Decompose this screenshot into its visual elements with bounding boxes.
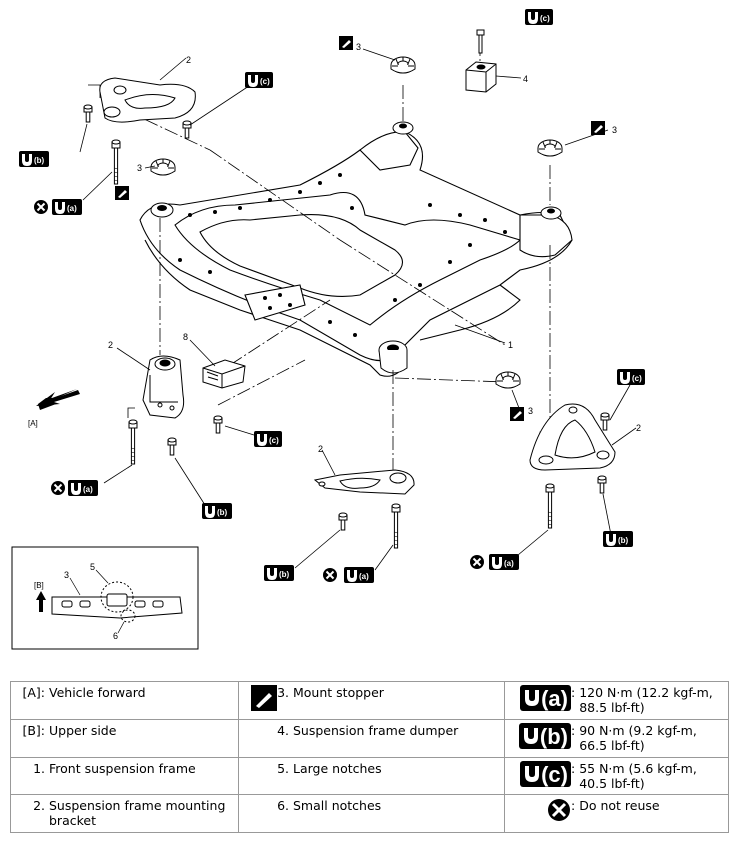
torque-b-icon: (b) [518, 723, 571, 749]
assembly-lines [124, 42, 551, 478]
torque-badge-a-front-left: (a) [68, 480, 98, 496]
callout-2-center: 2 [318, 444, 323, 454]
torque-badge-c-right: (c) [617, 369, 645, 385]
legend-cell-upper-side: [B]:Upper side [10, 719, 239, 758]
do-not-reuse-icon [548, 799, 570, 821]
torque-badge-a-right: (a) [489, 554, 519, 570]
inset-callout-5: 5 [90, 562, 95, 572]
colon: : [571, 798, 576, 813]
callout-3-right: 3 [612, 125, 617, 135]
bolt-front-left-long [128, 419, 138, 465]
frame-mount-boss-rear [392, 121, 414, 135]
legend-cell-mounting-bracket: 2.Suspension frame mounting bracket [10, 794, 239, 833]
svg-text:(c): (c) [269, 436, 279, 445]
legend-row: [A]:Vehicle forward 3. Mount stopper (a)… [10, 681, 729, 720]
callout-4: 4 [523, 74, 528, 84]
nut-right-c [600, 412, 610, 431]
legend-cell-mount-stopper: 3. Mount stopper [238, 681, 505, 720]
bolt-right-short [597, 475, 607, 494]
callout-2-left: 2 [108, 340, 113, 350]
legend-cell-frame-dumper: 4.Suspension frame dumper [238, 719, 505, 758]
legend-cell-vehicle-forward: [A]:Vehicle forward [10, 681, 239, 720]
callout-8: 8 [183, 332, 188, 342]
mounting-bracket-front-center [313, 469, 415, 495]
frame-mount-boss-left [150, 202, 174, 218]
torque-c-icon: (c) [520, 761, 571, 787]
bolt-front-center-long [391, 503, 401, 549]
mount-stopper-icon [251, 685, 278, 711]
colon: : [571, 723, 576, 738]
torque-badge-a-center: (a) [344, 567, 374, 583]
legend-row: [B]:Upper side 4.Suspension frame dumper… [10, 719, 729, 758]
mount-stopper-top [390, 56, 416, 74]
bolt-rear-left-long [111, 139, 121, 185]
frame-mount-boss-right [540, 206, 562, 220]
torque-a-icon: (a) [520, 685, 571, 711]
label-vehicle-forward: [A] [28, 419, 38, 428]
inset-callout-3: 3 [64, 570, 69, 580]
torque-badge-c-top: (c) [525, 9, 553, 25]
svg-text:(b): (b) [217, 508, 228, 517]
colon: : [571, 761, 576, 776]
torque-badge-c-item8: (c) [254, 431, 282, 447]
torque-badge-b-right: (b) [603, 531, 633, 547]
mount-stopper-right [537, 139, 563, 157]
legend-row: 2.Suspension frame mounting bracket 6.Sm… [10, 794, 729, 833]
svg-text:(b): (b) [279, 570, 290, 579]
nut-rear-left-c [182, 120, 192, 139]
callout-numbers: 2 3 4 3 3 1 2 8 3 2 2 [108, 42, 641, 454]
svg-text:(c): (c) [540, 14, 550, 23]
svg-text:(a): (a) [67, 204, 77, 213]
svg-text:(c): (c) [260, 77, 270, 86]
legend-cell-do-not-reuse: : Do not reuse [504, 794, 729, 833]
callout-2-top: 2 [186, 55, 191, 65]
svg-text:(a): (a) [359, 572, 369, 581]
torque-badge-b-rear-left: (b) [19, 151, 49, 167]
inset-label-upper-side: [B] [34, 581, 44, 590]
mount-stopper-left [150, 158, 176, 176]
torque-badge-b-front-left: (b) [202, 503, 232, 519]
mounting-bracket-right [529, 403, 616, 471]
inset-callout-6: 6 [113, 631, 118, 641]
torque-badge-c-rear-left: (c) [245, 72, 273, 88]
svg-text:(b): (b) [34, 156, 45, 165]
legend-row: 1.Front suspension frame 5.Large notches… [10, 757, 729, 795]
svg-text:(a): (a) [83, 485, 93, 494]
callout-3-bottom: 3 [528, 406, 533, 416]
front-suspension-frame [139, 129, 573, 377]
bolt-right-long [545, 483, 555, 529]
colon: : [571, 685, 576, 700]
mounting-bracket-front-left [142, 355, 185, 419]
dumper-bolt [476, 29, 485, 54]
legend-cell-small-notches: 6.Small notches [238, 794, 505, 833]
callout-3-left: 3 [137, 163, 142, 173]
torque-badge-b-center: (b) [264, 565, 294, 581]
frame-holes [178, 173, 507, 337]
legend-cell-front-suspension-frame: 1.Front suspension frame [10, 757, 239, 795]
mounting-bracket-rear-left [99, 77, 196, 123]
bolt-front-left-short [167, 437, 177, 456]
legend-table: [A]:Vehicle forward 3. Mount stopper (a)… [10, 681, 729, 833]
nut-item8 [213, 415, 223, 434]
legend-cell-torque-a: (a): 120 N·m (12.2 kgf-m, 88.5 lbf-ft) [504, 681, 729, 720]
legend-cell-torque-c: (c): 55 N·m (5.6 kgf-m, 40.5 lbf-ft) [504, 757, 729, 795]
callout-1: 1 [508, 340, 513, 350]
mount-stopper-bottom [495, 371, 521, 389]
torque-badge-a-rear-left: (a) [52, 199, 82, 215]
svg-text:(b): (b) [618, 536, 629, 545]
svg-text:(c): (c) [632, 374, 642, 383]
vehicle-forward-arrow: [A] [28, 389, 80, 428]
suspension-frame-dumper [465, 61, 497, 93]
callout-3-top: 3 [356, 42, 361, 52]
item8-part [202, 359, 246, 389]
inset-upper-side: [B] 3 5 6 [11, 546, 199, 650]
bolt-front-center-short [338, 512, 348, 531]
frame-mount-boss-front [378, 340, 408, 374]
exploded-diagram: 2 3 4 3 3 1 2 8 3 2 2 (c) (c) (b) (a) (c… [11, 9, 645, 650]
bolt-rear-left-short [83, 104, 93, 123]
legend-cell-torque-b: (b): 90 N·m (9.2 kgf-m, 66.5 lbf-ft) [504, 719, 729, 758]
svg-text:(a): (a) [504, 559, 514, 568]
callout-2-right: 2 [636, 423, 641, 433]
legend-cell-large-notches: 5.Large notches [238, 757, 505, 795]
